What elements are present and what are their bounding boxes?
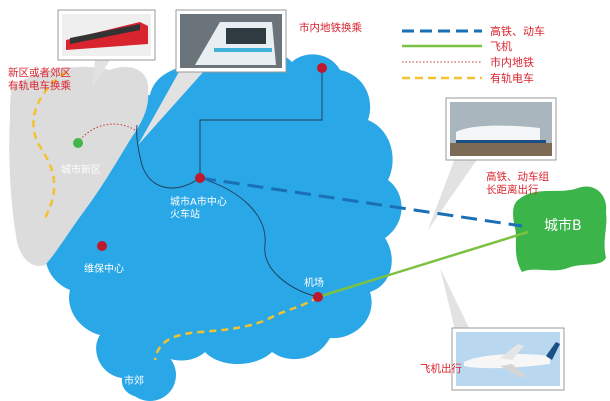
tram-photo-icon [57,9,156,61]
suburb-bubble [124,349,176,401]
tram-line-suburb [153,295,319,361]
flight-line [317,230,529,299]
metro-line-center-west [136,124,201,189]
city-b-region [513,186,607,272]
metro-callout-pointer [138,70,205,145]
legend-label-metro: 市内地铁 [490,55,534,69]
label-suburb: 市郊 [124,374,144,387]
callout-highspeed: 高铁、动车组长距离出行 [486,170,549,196]
label-central-station: 城市A市中心火车站 [170,195,227,221]
node-new-district [73,138,83,148]
legend: 高铁、动车 飞机 市内地铁 有轨电车 [402,24,545,85]
label-new-district: 城市新区 [61,163,101,176]
metro-line-center-north [199,68,323,178]
legend-label-flight: 飞机 [490,39,512,53]
legend-label-tram: 有轨电车 [490,71,534,85]
node-maintenance [97,241,107,251]
airplane-photo-icon [451,327,565,391]
flight-callout-pointer [440,268,470,330]
node-airport [313,292,323,302]
node-north-metro [317,63,327,73]
tram-line-newdistrict [32,70,67,219]
high-speed-train-photo-icon [445,97,557,161]
label-maintenance: 维保中心 [84,262,124,275]
callout-flight: 飞机出行 [420,362,462,375]
callout-tram-transfer: 新区或者郊区有轨电车换乘 [8,66,71,92]
metro-line-center-airport [199,177,319,298]
new-district-region [9,66,149,266]
legend-label-highspeed: 高铁、动车 [490,24,545,38]
label-airport: 机场 [304,276,324,289]
metro-line-newdistrict [77,123,136,144]
node-central-station [195,173,205,183]
metro-train-photo-icon [175,9,287,73]
highspeed-callout-pointer [428,158,478,230]
city-a-region [44,49,402,398]
highspeed-line [199,176,523,228]
callout-metro-transfer: 市内地铁换乘 [299,21,362,34]
label-city-b: 城市B [544,217,582,234]
tram-callout-pointer [92,60,110,88]
